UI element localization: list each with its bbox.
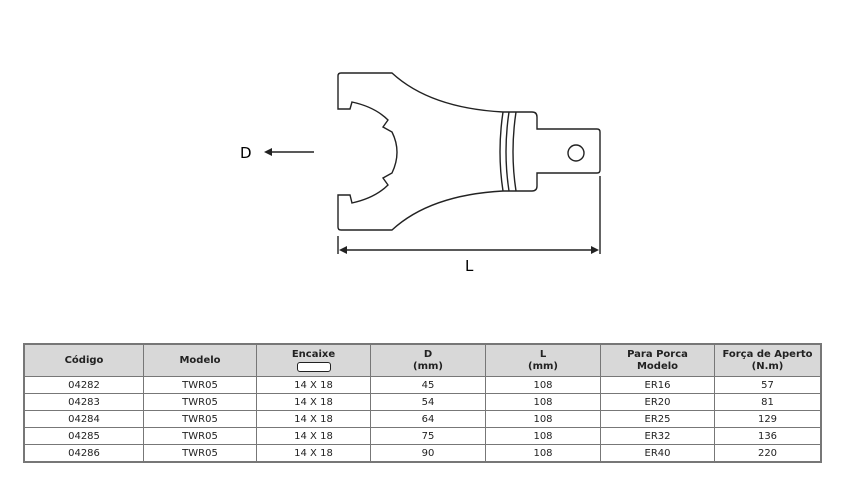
cell-forca: 220 [714, 444, 822, 463]
table-header-row: Código Modelo Encaixe D(mm) L(mm) Para P… [23, 343, 822, 377]
l-label: L [465, 257, 474, 275]
header-label-2: Modelo [636, 360, 679, 372]
header-label: D [423, 348, 433, 360]
header-unit: (mm) [528, 360, 558, 372]
spec-table: Código Modelo Encaixe D(mm) L(mm) Para P… [23, 343, 822, 463]
cell-forca: 129 [714, 410, 822, 428]
header-label: Força de Aperto [722, 348, 813, 360]
cell-modelo: TWR05 [143, 444, 257, 463]
header-forca: Força de Aperto(N.m) [714, 343, 822, 377]
cell-d: 54 [370, 393, 486, 411]
cell-forca: 57 [714, 376, 822, 394]
cell-porca: ER25 [600, 410, 715, 428]
cell-encaixe: 14 X 18 [256, 410, 371, 428]
cell-codigo: 04286 [23, 444, 144, 463]
cell-d: 90 [370, 444, 486, 463]
header-unit: (mm) [413, 360, 443, 372]
header-codigo: Código [23, 343, 144, 377]
header-label: Para Porca [627, 348, 688, 360]
header-label: Encaixe [291, 349, 336, 360]
header-l: L(mm) [485, 343, 601, 377]
wrench-outline [337, 72, 601, 231]
cell-codigo: 04282 [23, 376, 144, 394]
cell-porca: ER32 [600, 427, 715, 445]
cell-encaixe: 14 X 18 [256, 427, 371, 445]
cell-codigo: 04285 [23, 427, 144, 445]
cell-codigo: 04283 [23, 393, 144, 411]
d-label: D [240, 144, 252, 162]
header-label: Código [64, 354, 104, 366]
square-drive-hole [567, 144, 585, 162]
square-drive-icon [296, 362, 331, 372]
header-unit: (N.m) [751, 360, 784, 372]
cell-modelo: TWR05 [143, 376, 257, 394]
cell-porca: ER40 [600, 444, 715, 463]
cell-d: 64 [370, 410, 486, 428]
cell-l: 108 [485, 410, 601, 428]
cell-l: 108 [485, 427, 601, 445]
header-label: L [539, 348, 547, 360]
cell-l: 108 [485, 444, 601, 463]
cell-l: 108 [485, 376, 601, 394]
cell-modelo: TWR05 [143, 393, 257, 411]
header-modelo: Modelo [143, 343, 257, 377]
collar-band [499, 111, 517, 192]
header-d: D(mm) [370, 343, 486, 377]
cell-porca: ER20 [600, 393, 715, 411]
cell-encaixe: 14 X 18 [256, 444, 371, 463]
cell-d: 45 [370, 376, 486, 394]
cell-porca: ER16 [600, 376, 715, 394]
cell-l: 108 [485, 393, 601, 411]
header-label: Modelo [179, 354, 221, 366]
cell-d: 75 [370, 427, 486, 445]
cell-encaixe: 14 X 18 [256, 376, 371, 394]
cell-encaixe: 14 X 18 [256, 393, 371, 411]
wrench-diagram: D L [240, 72, 601, 275]
arrowheads [264, 148, 599, 254]
cell-modelo: TWR05 [143, 410, 257, 428]
header-encaixe: Encaixe [256, 343, 371, 377]
cell-forca: 136 [714, 427, 822, 445]
cell-modelo: TWR05 [143, 427, 257, 445]
cell-forca: 81 [714, 393, 822, 411]
cell-codigo: 04284 [23, 410, 144, 428]
